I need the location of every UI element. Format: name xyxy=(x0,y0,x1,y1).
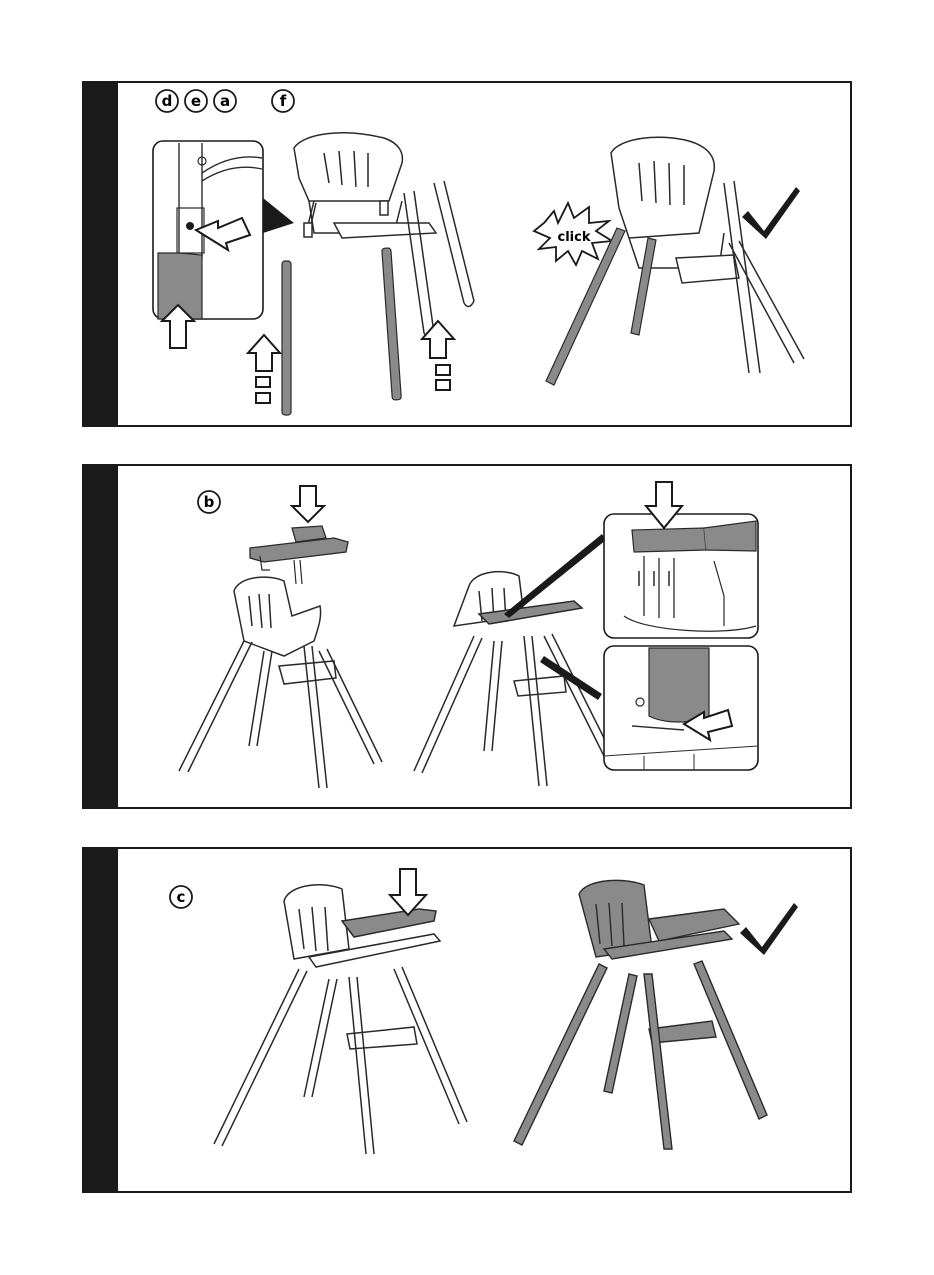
arrow-up-icon xyxy=(248,335,280,403)
svg-text:click: click xyxy=(558,230,591,245)
chair-assembled xyxy=(611,137,804,373)
svg-text:f: f xyxy=(280,92,287,110)
arrow-down-icon xyxy=(390,869,426,915)
front-leg-right xyxy=(382,248,402,400)
step-panel-1: d e a f xyxy=(82,81,852,427)
svg-text:d: d xyxy=(162,92,173,110)
svg-text:c: c xyxy=(177,888,186,906)
part-letter-b: b xyxy=(198,491,220,513)
arrow-down-icon xyxy=(292,486,324,522)
svg-text:b: b xyxy=(204,493,215,511)
part-letter-c: c xyxy=(170,886,192,908)
click-burst-icon: click xyxy=(534,203,612,265)
step-3-illustration: c xyxy=(84,849,850,1191)
part-letter-e: e xyxy=(185,90,207,112)
chair-with-tray xyxy=(414,572,612,786)
leg-socket-detail-inset xyxy=(153,141,263,348)
part-letter-f: f xyxy=(272,90,294,112)
tray-attach-detail-inset xyxy=(604,482,758,638)
checkmark-icon xyxy=(742,187,800,239)
svg-text:a: a xyxy=(220,92,230,110)
step-panel-3: c xyxy=(82,847,852,1193)
chair-without-front-legs xyxy=(294,133,474,337)
inset-pointer xyxy=(263,198,294,233)
chair-before-tray xyxy=(179,577,382,788)
step-1-illustration: d e a f xyxy=(84,83,850,425)
part-letter-a: a xyxy=(214,90,236,112)
front-leg-left xyxy=(282,261,291,415)
chair-completed xyxy=(514,880,767,1149)
part-letter-d: d xyxy=(156,90,178,112)
checkmark-icon xyxy=(740,903,798,955)
step-2-illustration: b xyxy=(84,466,850,807)
tray-clip-detail-inset xyxy=(604,646,758,770)
step-panel-2: b xyxy=(82,464,852,809)
svg-text:e: e xyxy=(191,92,201,110)
attached-leg-right xyxy=(631,238,656,335)
chair-inserting-tray-cover xyxy=(214,885,467,1154)
arrow-up-icon xyxy=(422,321,454,390)
tray-piece xyxy=(250,526,348,584)
